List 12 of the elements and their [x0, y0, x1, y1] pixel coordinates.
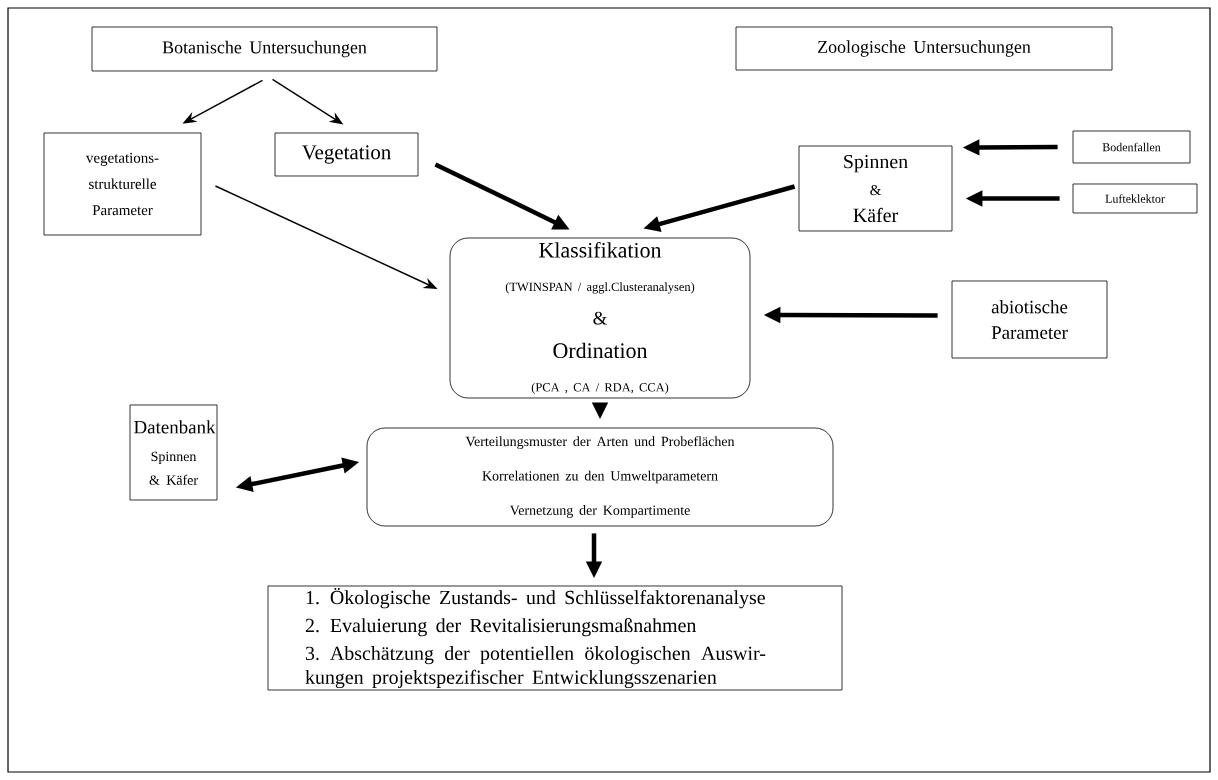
process-box: abiotische Parameter: [951, 280, 1108, 359]
source-box: Bodenfallen: [1072, 130, 1191, 164]
process-box: vegetations- strukturelle Parameter: [43, 132, 202, 236]
rounded-process-box: Klassifikation (TWINSPAN / aggl.Clusteranalysen) & Ordination (PCA , CA / RDA, CCA): [449, 237, 751, 399]
process-box: Vegetation: [274, 132, 419, 177]
rounded-process-box: Verteilungsmuster der Arten und Probeflächen Korrelationen zu den Umweltparametern Vernetzung der Kompartimente: [366, 427, 834, 527]
database-box: Datenbank Spinnen & Käfer: [129, 404, 218, 501]
process-box: Spinnen & Käfer: [798, 145, 953, 232]
title-box: Zoologische Untersuchungen: [735, 26, 1113, 71]
result-box: 1. Ökologische Zustands- und Schlüsselfaktorenanalyse 2. Evaluierung der Revitalisierungsmaßnahmen 3. Abschätzung der potentiellen ökologischen Auswir- kungen projektspezifischer Entwicklungsszenarien: [267, 585, 843, 691]
title-box: Botanische Untersuchungen: [91, 26, 438, 72]
source-box: Lufteklektor: [1072, 183, 1198, 214]
